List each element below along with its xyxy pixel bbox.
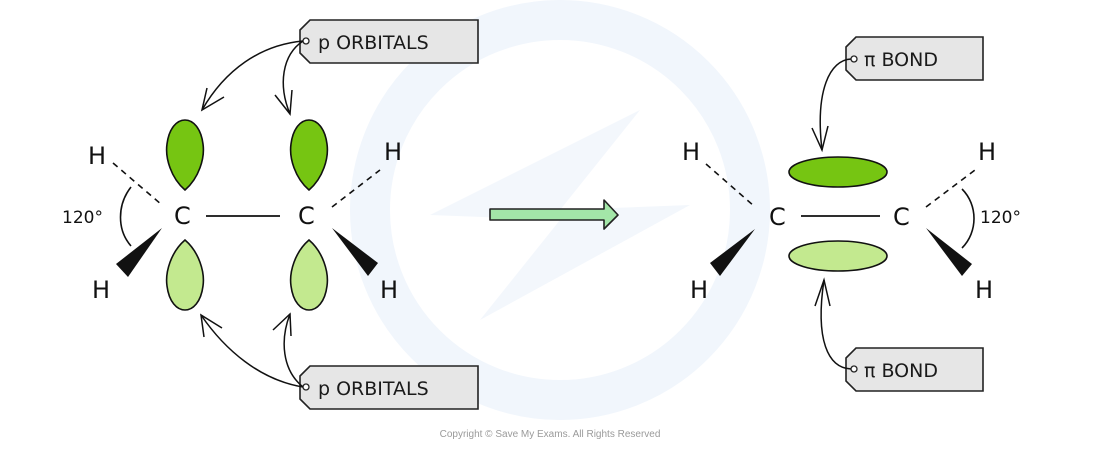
tag-p-orbitals-top: p ORBITALS — [299, 19, 479, 64]
dashed-bond-top-left — [112, 162, 163, 206]
wedge-bond-bottom-right — [926, 228, 972, 276]
p-orbital-lobe-upper-right — [289, 119, 329, 191]
wedge-bond-bottom-left — [710, 229, 755, 276]
bond-angle-arc — [119, 186, 132, 247]
copyright-notice: Copyright © Save My Exams. All Rights Re… — [440, 429, 661, 440]
left-molecule: C C H H H H 120° — [62, 119, 402, 311]
carbon-atom-right: C — [893, 203, 910, 231]
arrowhead-icon — [200, 87, 225, 112]
wedge-bond-bottom-right — [332, 228, 378, 276]
reaction-arrow-icon — [489, 199, 619, 230]
hydrogen-bottom-right: H — [380, 276, 398, 304]
hydrogen-top-left: H — [88, 142, 106, 170]
arrowhead-icon — [272, 312, 292, 337]
tag-label: π BOND — [864, 360, 938, 382]
hydrogen-top-left: H — [682, 138, 700, 166]
arrowhead-icon — [200, 313, 223, 338]
tag-pi-bond-top: π BOND — [845, 36, 984, 81]
tag-pi-bond-bottom: π BOND — [845, 347, 984, 392]
tag-hole-icon — [302, 383, 310, 391]
p-orbital-lobe-lower-right — [289, 239, 329, 311]
arrowhead-icon — [274, 89, 293, 116]
hydrogen-top-right: H — [384, 138, 402, 166]
pointer-arrow-upper-right-lobe — [282, 40, 304, 115]
tag-hole-icon — [302, 37, 310, 45]
p-orbital-lobe-upper-left — [165, 119, 205, 191]
wedge-bond-bottom-left — [116, 228, 162, 277]
hydrogen-bottom-left: H — [92, 276, 110, 304]
carbon-atom-left: C — [769, 203, 786, 231]
pointer-arrow-lower-right-lobe — [283, 313, 304, 388]
tag-hole-icon — [850, 55, 858, 63]
tag-hole-icon — [850, 365, 858, 373]
pointer-arrow-lower-left-lobe — [200, 314, 304, 388]
pointer-arrow-lower-pi-lobe — [820, 279, 852, 370]
bond-angle-label: 120° — [980, 208, 1021, 228]
bond-angle-label: 120° — [62, 208, 103, 228]
carbon-atom-left: C — [174, 202, 191, 230]
pointer-arrow-upper-pi-lobe — [819, 58, 852, 151]
arrowhead-icon — [811, 125, 829, 153]
dashed-bond-top-right — [925, 169, 976, 208]
hydrogen-top-right: H — [978, 138, 996, 166]
pi-bond-lobe-upper — [788, 156, 888, 188]
tag-label: p ORBITALS — [318, 32, 429, 54]
bond-angle-arc — [961, 188, 975, 249]
hydrogen-bottom-right: H — [975, 276, 993, 304]
right-molecule: C C H H H H 120° — [682, 138, 1021, 304]
tag-p-orbitals-bottom: p ORBITALS — [299, 365, 479, 410]
pointer-arrow-upper-left-lobe — [201, 40, 304, 111]
tag-label: π BOND — [864, 49, 938, 71]
tag-label: p ORBITALS — [318, 378, 429, 400]
arrowhead-icon — [814, 277, 831, 307]
carbon-atom-right: C — [298, 202, 315, 230]
p-orbital-lobe-lower-left — [165, 239, 205, 311]
pi-bond-lobe-lower — [788, 240, 888, 272]
hydrogen-bottom-left: H — [690, 276, 708, 304]
